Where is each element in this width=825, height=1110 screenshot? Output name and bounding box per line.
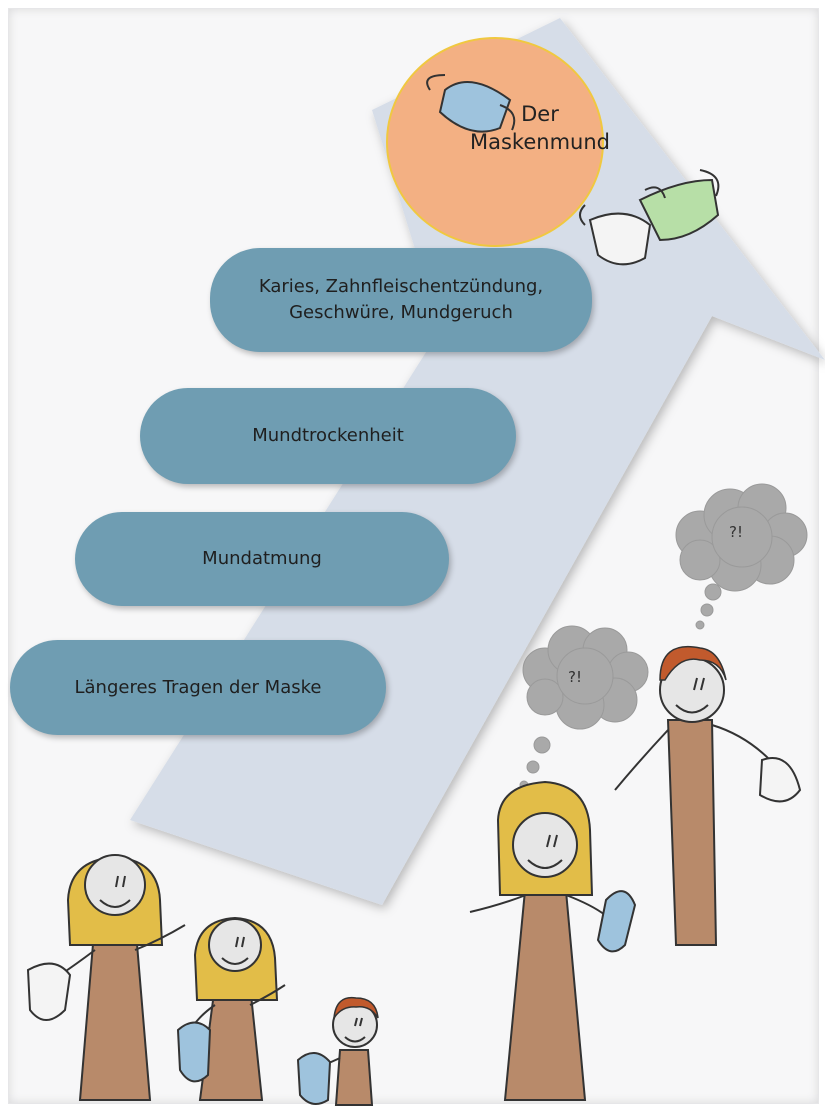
person-icon (26, 854, 186, 1101)
step-label: Mundatmung (202, 548, 322, 569)
person-icon (296, 996, 379, 1106)
step-3-pill: Mundtrockenheit (140, 388, 516, 484)
person-icon (614, 646, 802, 946)
title-line-2: Maskenmund (470, 130, 610, 154)
mouth-circle (386, 37, 604, 247)
thought-text: ?! (729, 523, 743, 541)
step-label: Mundtrockenheit (252, 425, 404, 446)
step-label: Längeres Tragen der Maske (74, 676, 322, 698)
step-4-pill: Karies, Zahnfleischentzündung, Geschwüre… (210, 248, 592, 352)
thought-cloud (675, 483, 808, 630)
person-icon (176, 916, 286, 1101)
thought-cloud (519, 625, 649, 790)
mask-icon (638, 169, 720, 242)
thought-text: ?! (568, 668, 582, 686)
title-line-1: Der (521, 102, 559, 126)
diagram-title: Der Maskenmund (460, 100, 620, 156)
mask-icon (426, 74, 516, 133)
step-1-pill: Längeres Tragen der Maske (10, 640, 386, 735)
person-icon (469, 780, 637, 1101)
step-label: Karies, Zahnfleischentzündung, Geschwüre… (258, 276, 544, 323)
mask-icon (579, 186, 666, 266)
step-2-pill: Mundatmung (75, 512, 449, 606)
